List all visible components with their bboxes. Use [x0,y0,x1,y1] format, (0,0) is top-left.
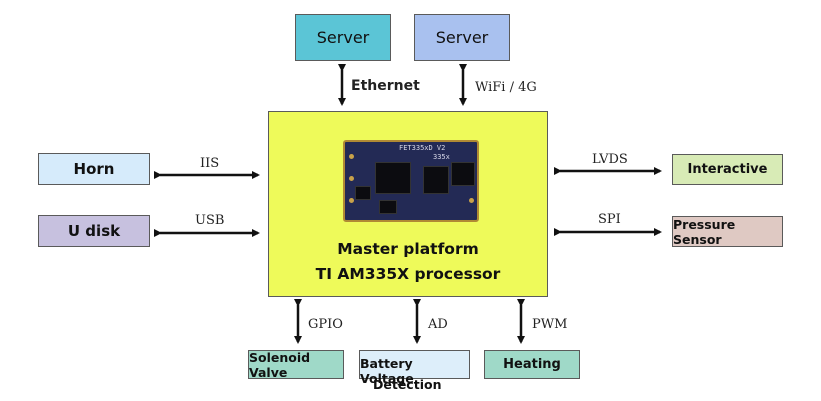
battery-voltage-detection-label: Detection [373,377,442,392]
ethernet-label: Ethernet [351,78,420,94]
spi-label: SPI [598,212,621,227]
board-chip-right [451,162,475,186]
horn-box: Horn [38,153,150,185]
server-box-wifi: Server [414,14,510,61]
heating-box-label: Heating [503,357,561,372]
som-board-image: FET335xD V2 335x [343,140,479,222]
lvds-label: LVDS [592,152,628,167]
u-disk-box-label: U disk [67,222,121,240]
pressure-sensor-box: Pressure Sensor [672,216,783,247]
server-box-wifi-label: Server [435,28,489,47]
board-pad [349,154,354,159]
interactive-box-label: Interactive [687,162,768,177]
heating-box: Heating [484,350,580,379]
server-box-ethernet-label: Server [316,28,370,47]
master-platform-title: Master platform [337,240,479,258]
horn-box-label: Horn [73,160,115,178]
solenoid-valve-box-label: Solenoid Valve [249,349,311,380]
pwm-label: PWM [532,317,568,332]
solenoid-valve-box: Solenoid Valve [248,349,344,380]
ad-label: AD [428,317,448,332]
pressure-sensor-box-label: Pressure Sensor [673,216,736,247]
board-pad [349,198,354,203]
gpio-label: GPIO [308,317,343,332]
usb-label: USB [195,213,225,228]
board-chip-small [379,200,397,214]
interactive-box: Interactive [672,154,783,185]
board-chip-mid [423,166,449,194]
board-chip-left [375,162,411,194]
wifi-label: WiFi / 4G [475,80,537,95]
battery-voltage-box-label: Battery Voltage [360,356,414,386]
u-disk-box: U disk [38,215,150,247]
board-pad [469,198,474,203]
master-platform-processor: TI AM335X processor [315,265,501,283]
board-pad [349,176,354,181]
board-silkscreen: FET335xD V2 [399,144,446,152]
server-box-ethernet: Server [295,14,391,61]
board-silkscreen-2: 335x [433,153,450,161]
board-chip-small [355,186,371,200]
iis-label: IIS [200,156,220,171]
battery-voltage-box: Battery Voltage [359,350,470,386]
